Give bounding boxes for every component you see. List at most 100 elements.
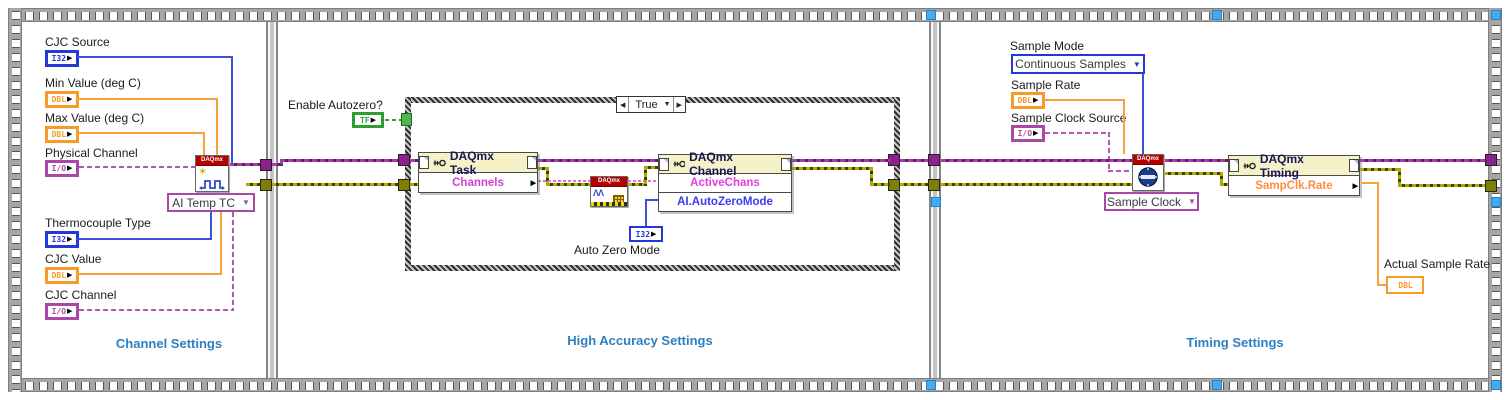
wire-autozero-mode: [645, 199, 658, 201]
wire-cjc-channel: [79, 309, 234, 311]
selection-handle[interactable]: [1491, 10, 1501, 20]
wire-task: [1360, 159, 1486, 162]
channel-node-title: DAQmx Channel: [689, 150, 737, 178]
wire-error: [644, 166, 658, 169]
wire-error: [1164, 172, 1222, 175]
wire-task: [792, 159, 890, 162]
selection-handle[interactable]: [926, 10, 936, 20]
key-icon: [433, 159, 446, 166]
key-icon: [673, 160, 686, 168]
daqmx-banner: DAQmx: [196, 156, 228, 166]
wire-sample-clock-source: [1045, 132, 1110, 134]
clock-icon: [1138, 167, 1158, 187]
wire-task: [229, 163, 262, 166]
sequence-frame-divider-1[interactable]: [266, 22, 278, 378]
selection-handle[interactable]: [926, 380, 936, 390]
activechans-property-row[interactable]: ActiveChans: [659, 174, 791, 193]
wire-cjc-value: [220, 212, 222, 273]
output-arrow-icon: ▶: [67, 271, 73, 279]
waveform-letters-icon: ΛΛ: [593, 188, 604, 198]
case-selector-tunnel: [401, 113, 412, 126]
ai-temp-tc-selector[interactable]: AI Temp TC ▼: [167, 193, 255, 212]
wire-task: [538, 159, 658, 162]
wire-autozero-mode: [645, 199, 647, 226]
page-icon: [1349, 159, 1359, 172]
wire-cjc-value: [77, 273, 222, 275]
frame3-title: Timing Settings: [1186, 335, 1284, 350]
cjc-channel-terminal[interactable]: I/O▶: [45, 303, 79, 320]
autozeromode-property-row[interactable]: AI.AutoZeroMode: [677, 196, 773, 208]
case-down-icon[interactable]: ▼: [663, 101, 671, 108]
output-arrow-icon: ▶: [67, 54, 73, 62]
daqmx-channel-property-node[interactable]: DAQmx Channel ActiveChans AI.AutoZeroMod…: [658, 150, 792, 212]
output-arrow-icon: ▶: [67, 307, 73, 315]
actual-sample-rate-indicator[interactable]: DBL: [1386, 276, 1424, 294]
selection-handle[interactable]: [931, 197, 941, 207]
case-next-icon[interactable]: ▶: [672, 97, 685, 112]
daqmx-task-property-node[interactable]: DAQmx Task Channels ▶: [418, 149, 538, 193]
max-value-terminal[interactable]: DBL▶: [45, 126, 79, 143]
daqmx-create-channel-vi[interactable]: DAQmx ✶: [195, 155, 229, 192]
wire-boolean: [385, 119, 402, 121]
auto-zero-mode-label: Auto Zero Mode: [573, 243, 661, 257]
daqmx-timing-vi[interactable]: DAQmx: [1132, 154, 1164, 191]
error-tunnel: [1485, 180, 1497, 192]
page-icon: [1229, 159, 1239, 172]
physical-channel-label: Physical Channel: [45, 146, 138, 160]
sample-mode-enum[interactable]: Continuous Samples ▼: [1011, 54, 1145, 74]
selection-handle[interactable]: [1212, 10, 1222, 20]
sample-rate-terminal[interactable]: DBL▶: [1011, 92, 1045, 109]
wire-error: [792, 167, 872, 170]
cjc-source-terminal[interactable]: I32▶: [45, 50, 79, 67]
measurement-stripe-icon: [591, 202, 627, 206]
case-border-bottom: [405, 265, 900, 271]
page-icon: [781, 157, 791, 171]
selection-handle[interactable]: [1491, 380, 1501, 390]
output-arrow-icon: ▶: [67, 235, 73, 243]
wire-error: [900, 183, 929, 186]
wire-error: [410, 183, 418, 186]
daqmx-timing-property-node[interactable]: DAQmx Timing SampClk.Rate ▶: [1228, 152, 1360, 196]
output-arrow-icon: ▶: [67, 95, 73, 103]
wire-sample-clock-source: [1108, 132, 1110, 172]
wire-error: [1360, 168, 1400, 171]
error-tunnel: [260, 179, 272, 191]
star-icon: ✶: [198, 166, 208, 178]
case-prev-icon[interactable]: ◀: [617, 97, 630, 112]
daqmx-flatten-channel-string-vi[interactable]: DAQmx ΛΛ: [590, 176, 628, 207]
wire-task: [1164, 159, 1228, 162]
wire-error: [546, 167, 549, 186]
wire-cjc-source: [77, 56, 233, 58]
wire-sample-mode: [1142, 74, 1144, 154]
channels-property-row[interactable]: Channels ▶: [452, 176, 536, 189]
dropdown-arrow-icon: ▼: [1132, 59, 1141, 69]
frame1-title: Channel Settings: [115, 336, 223, 351]
wire-error: [941, 183, 1132, 186]
output-arrow-icon: ▶: [530, 179, 536, 187]
output-arrow-icon: ▶: [370, 115, 377, 124]
cjc-value-terminal[interactable]: DBL▶: [45, 267, 79, 284]
wire-error: [628, 183, 646, 186]
enable-autozero-label: Enable Autozero?: [288, 98, 383, 112]
auto-zero-mode-constant[interactable]: I32▶: [629, 226, 663, 242]
enable-autozero-terminal[interactable]: TF▶: [352, 112, 384, 128]
thermocouple-type-terminal[interactable]: I32▶: [45, 231, 79, 248]
actual-sample-rate-label: Actual Sample Rate: [1384, 257, 1491, 271]
physical-channel-terminal[interactable]: I/O▶: [45, 160, 79, 177]
wire-min-value: [216, 98, 218, 191]
wire-thermocouple-type: [210, 212, 212, 240]
case-selector[interactable]: ◀ True ▼ ▶: [616, 96, 686, 113]
selection-handle[interactable]: [1212, 380, 1222, 390]
output-arrow-icon: ▶: [1033, 129, 1039, 137]
sample-clock-source-terminal[interactable]: I/O▶: [1011, 125, 1045, 142]
wire-thermocouple-type: [77, 238, 212, 240]
wire-physical-channel: [79, 166, 195, 168]
wire-min-value: [77, 98, 218, 100]
wire-channel-string: [628, 180, 658, 182]
selection-handle[interactable]: [1491, 197, 1501, 207]
sample-clock-selector[interactable]: Sample Clock ▼: [1104, 192, 1199, 211]
wire-cjc-channel: [232, 212, 234, 309]
min-value-terminal[interactable]: DBL▶: [45, 91, 79, 108]
sampclk-rate-property-row[interactable]: SampClk.Rate ▶: [1255, 179, 1358, 192]
cjc-value-label: CJC Value: [45, 252, 102, 266]
